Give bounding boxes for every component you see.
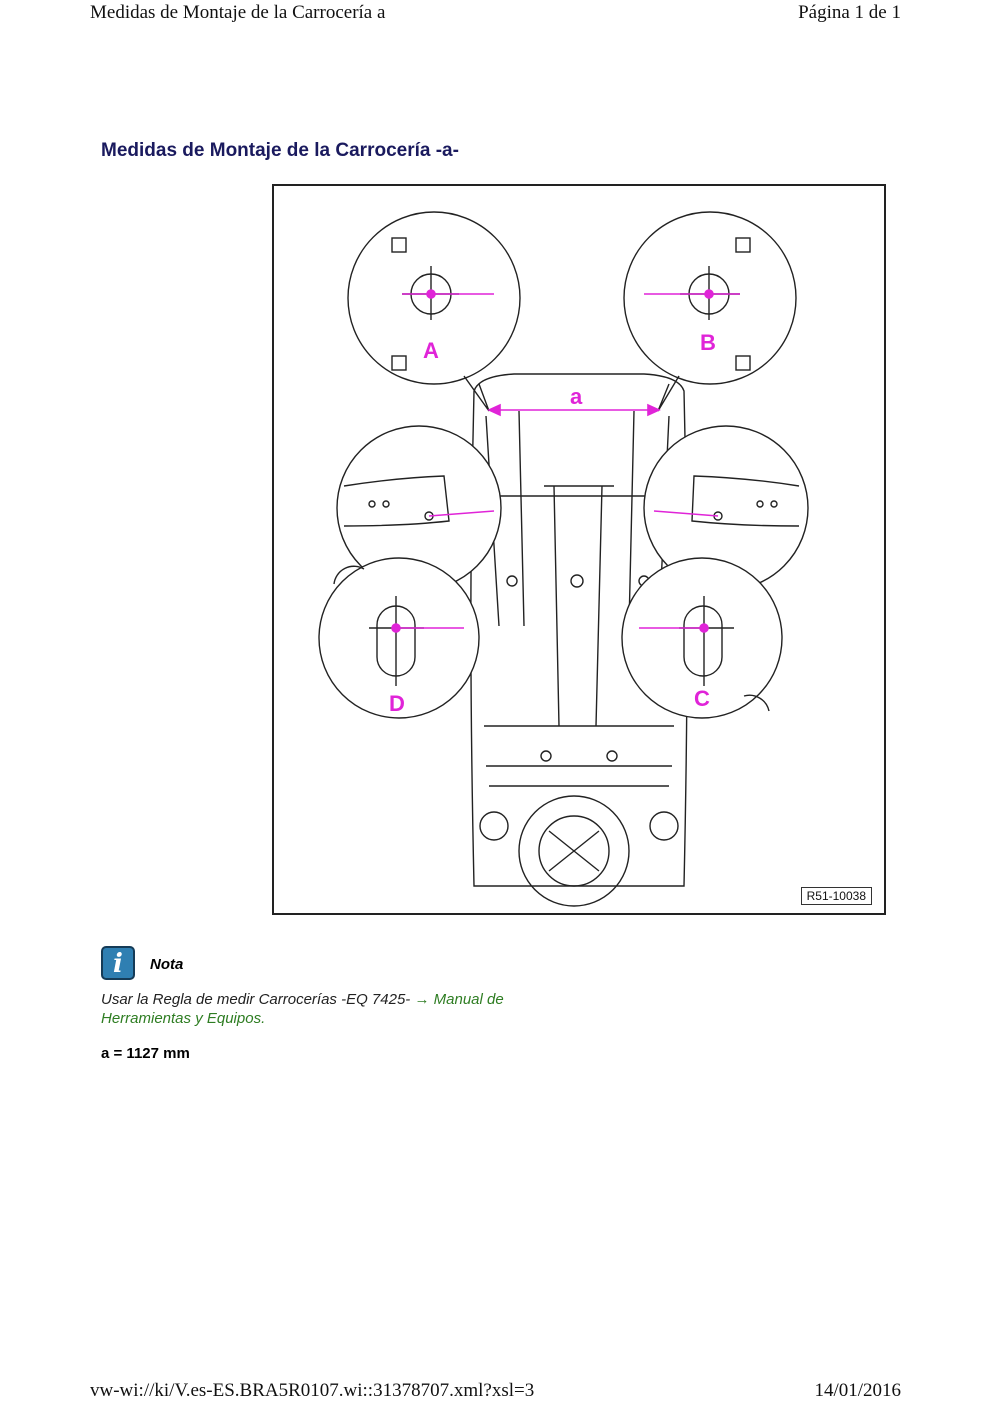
spare-wheel-cross — [548, 830, 600, 872]
label-dimension-a: a — [570, 384, 583, 409]
central-tunnel — [544, 485, 614, 727]
spare-wheel-inner — [538, 815, 610, 887]
marker-b-point — [704, 289, 714, 299]
marker-left-line — [428, 510, 495, 517]
marker-a-point — [426, 289, 436, 299]
measurement-value: a = 1127 mm — [101, 1045, 190, 1062]
callout-b — [657, 375, 680, 412]
measurement-markers — [391, 289, 740, 633]
rear-left-mount — [479, 811, 509, 841]
detail-circle-a — [347, 211, 521, 385]
cross-members — [479, 495, 679, 787]
note-body: Usar la Regla de medir Carrocerías -EQ 7… — [101, 991, 411, 1008]
dimension-a-arrow-left — [487, 403, 501, 417]
dimension-a-arrow-right — [647, 403, 661, 417]
label-c: C — [694, 686, 710, 711]
note-label: Nota — [150, 956, 184, 973]
label-a: A — [423, 338, 439, 363]
page-title: Medidas de Montaje de la Carrocería -a- — [101, 140, 459, 161]
footer-url: vw-wi://ki/V.es-ES.BRA5R0107.wi::3137870… — [90, 1380, 535, 1401]
detail-circle-d — [318, 557, 480, 719]
body-mounting-diagram: A B a C D R51-10038 — [272, 184, 886, 915]
page-number: Página 1 de 1 — [798, 2, 901, 23]
figure-code: R51-10038 — [800, 887, 872, 905]
footer-date: 14/01/2016 — [814, 1380, 901, 1401]
info-icon: i — [101, 946, 135, 980]
label-b: B — [700, 330, 716, 355]
marker-d-point — [391, 623, 401, 633]
marker-c-point — [699, 623, 709, 633]
label-d: D — [389, 691, 405, 716]
detail-circle-c — [621, 557, 783, 719]
page-header-title: Medidas de Montaje de la Carrocería a — [90, 2, 386, 23]
marker-right-line — [653, 510, 719, 517]
rear-right-mount — [649, 811, 679, 841]
underbody-drawing: A B a C D — [318, 211, 809, 907]
callout-a — [463, 375, 490, 412]
spare-wheel-well — [518, 795, 630, 907]
manual-link[interactable]: → Manual de Herramientas y Equipos. — [101, 991, 504, 1027]
note-text: Usar la Regla de medir Carrocerías -EQ 7… — [101, 990, 571, 1028]
